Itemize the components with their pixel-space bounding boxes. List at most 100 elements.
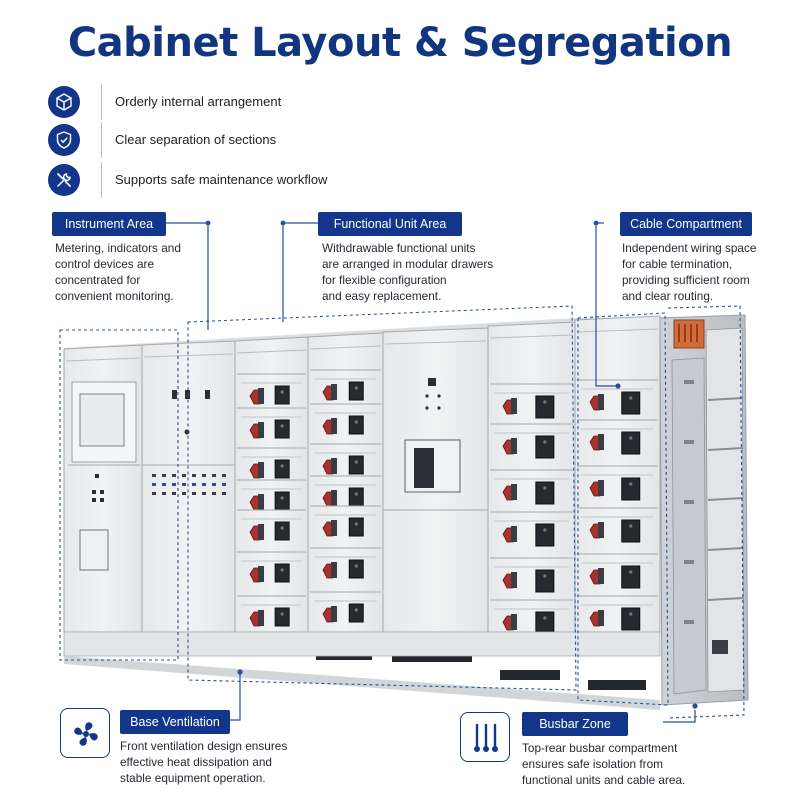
switch-module bbox=[348, 603, 364, 623]
text-line: effective heat dissipation and bbox=[120, 755, 272, 769]
cable-compartment-text: Independent wiring space for cable termi… bbox=[622, 240, 792, 304]
base-ventilation-text: Front ventilation design ensures effecti… bbox=[120, 738, 320, 786]
indicator-light bbox=[152, 474, 156, 477]
instrument-area-text: Metering, indicators and control devices… bbox=[55, 240, 205, 304]
text-line: Independent wiring space bbox=[622, 241, 757, 255]
switch-knob bbox=[354, 608, 358, 612]
switch-knob bbox=[543, 486, 547, 490]
cable-shelf bbox=[707, 497, 744, 501]
meter-window bbox=[414, 448, 434, 488]
indicator-light bbox=[192, 483, 196, 486]
column-header-line bbox=[65, 357, 141, 362]
meter-window bbox=[79, 393, 125, 447]
cable-shelf bbox=[707, 547, 744, 551]
indicator-light bbox=[425, 406, 429, 410]
indicator-light bbox=[162, 483, 166, 486]
drawer-lip bbox=[494, 478, 569, 480]
drawer-lip bbox=[314, 556, 377, 558]
busbar-icon bbox=[460, 712, 510, 762]
switch-knob bbox=[280, 424, 284, 428]
switch-module bbox=[621, 431, 641, 455]
handle-base bbox=[331, 562, 337, 578]
switch-knob bbox=[354, 522, 358, 526]
drawer-lip bbox=[581, 474, 654, 476]
indicator-light bbox=[202, 492, 206, 495]
cable-shelf bbox=[707, 597, 744, 601]
handle-base bbox=[331, 418, 337, 434]
control-switch bbox=[172, 390, 177, 399]
area-outlines bbox=[59, 305, 745, 719]
cube-icon bbox=[48, 86, 80, 118]
drawer-lip bbox=[314, 412, 377, 414]
switch-module bbox=[535, 435, 555, 459]
handle-base bbox=[258, 610, 264, 626]
text-line: convenient monitoring. bbox=[55, 289, 174, 303]
busbar-zone-text: Top-rear busbar compartment ensures safe… bbox=[522, 740, 722, 788]
switch-module bbox=[274, 563, 290, 583]
indicator-light bbox=[428, 378, 436, 386]
drawer-lip bbox=[581, 516, 654, 518]
handle-base bbox=[598, 522, 604, 538]
switch-module bbox=[274, 491, 290, 511]
shield-check-icon bbox=[48, 124, 80, 156]
drawer-lip bbox=[241, 456, 302, 458]
switch-module bbox=[274, 459, 290, 479]
indicator-light bbox=[182, 474, 186, 477]
switch-module bbox=[621, 391, 641, 415]
switch-knob bbox=[280, 390, 284, 394]
indicator-light bbox=[172, 483, 176, 486]
drawer-lip bbox=[241, 382, 302, 384]
handle-base bbox=[331, 384, 337, 400]
feature-row-arrangement: Orderly internal arrangement bbox=[48, 84, 408, 122]
switch-module bbox=[535, 523, 555, 547]
indicator-light bbox=[202, 474, 206, 477]
indicator-light bbox=[162, 492, 166, 495]
cable-clamp bbox=[684, 440, 694, 444]
switch-knob bbox=[543, 528, 547, 532]
switch-knob bbox=[543, 616, 547, 620]
switch-knob bbox=[354, 460, 358, 464]
handle-base bbox=[598, 434, 604, 450]
feature-divider bbox=[101, 162, 102, 198]
drawer-lip bbox=[241, 604, 302, 606]
switch-knob bbox=[629, 612, 633, 616]
cabinet-column bbox=[487, 321, 576, 633]
switch-knob bbox=[629, 524, 633, 528]
switch-module bbox=[348, 415, 364, 435]
feature-row-separation: Clear separation of sections bbox=[48, 122, 408, 160]
switch-module bbox=[535, 395, 555, 419]
switch-module bbox=[621, 607, 641, 631]
switch-knob bbox=[354, 564, 358, 568]
column-header-line bbox=[576, 328, 659, 333]
drawer-lip bbox=[494, 608, 569, 610]
column-header-line bbox=[309, 345, 382, 350]
cabinet-column bbox=[307, 332, 384, 633]
text-line: stable equipment operation. bbox=[120, 771, 266, 785]
switch-knob bbox=[354, 420, 358, 424]
drawer-lip bbox=[314, 514, 377, 516]
switch-knob bbox=[280, 496, 284, 500]
text-line: functional units and cable area. bbox=[522, 773, 686, 787]
indicator-light bbox=[182, 492, 186, 495]
switch-module bbox=[348, 455, 364, 475]
drawer-lip bbox=[581, 428, 654, 430]
text-line: Top-rear busbar compartment bbox=[522, 741, 678, 755]
handle-base bbox=[258, 566, 264, 582]
handle-base bbox=[598, 480, 604, 496]
cabinet-column bbox=[234, 336, 309, 633]
handle-base bbox=[598, 610, 604, 626]
cable-clamp bbox=[684, 380, 694, 384]
column-header-line bbox=[143, 353, 234, 358]
indicator-light bbox=[202, 483, 206, 486]
tools-icon bbox=[48, 164, 80, 196]
indicator-light bbox=[162, 474, 166, 477]
handle-base bbox=[331, 606, 337, 622]
switch-knob bbox=[354, 492, 358, 496]
indicator-light bbox=[192, 474, 196, 477]
indicator-light bbox=[437, 406, 441, 410]
cable-compartment-side bbox=[659, 314, 749, 706]
handle-base bbox=[331, 458, 337, 474]
cable-clamp bbox=[684, 620, 694, 624]
indicator-light bbox=[184, 429, 190, 435]
switch-module bbox=[621, 519, 641, 543]
